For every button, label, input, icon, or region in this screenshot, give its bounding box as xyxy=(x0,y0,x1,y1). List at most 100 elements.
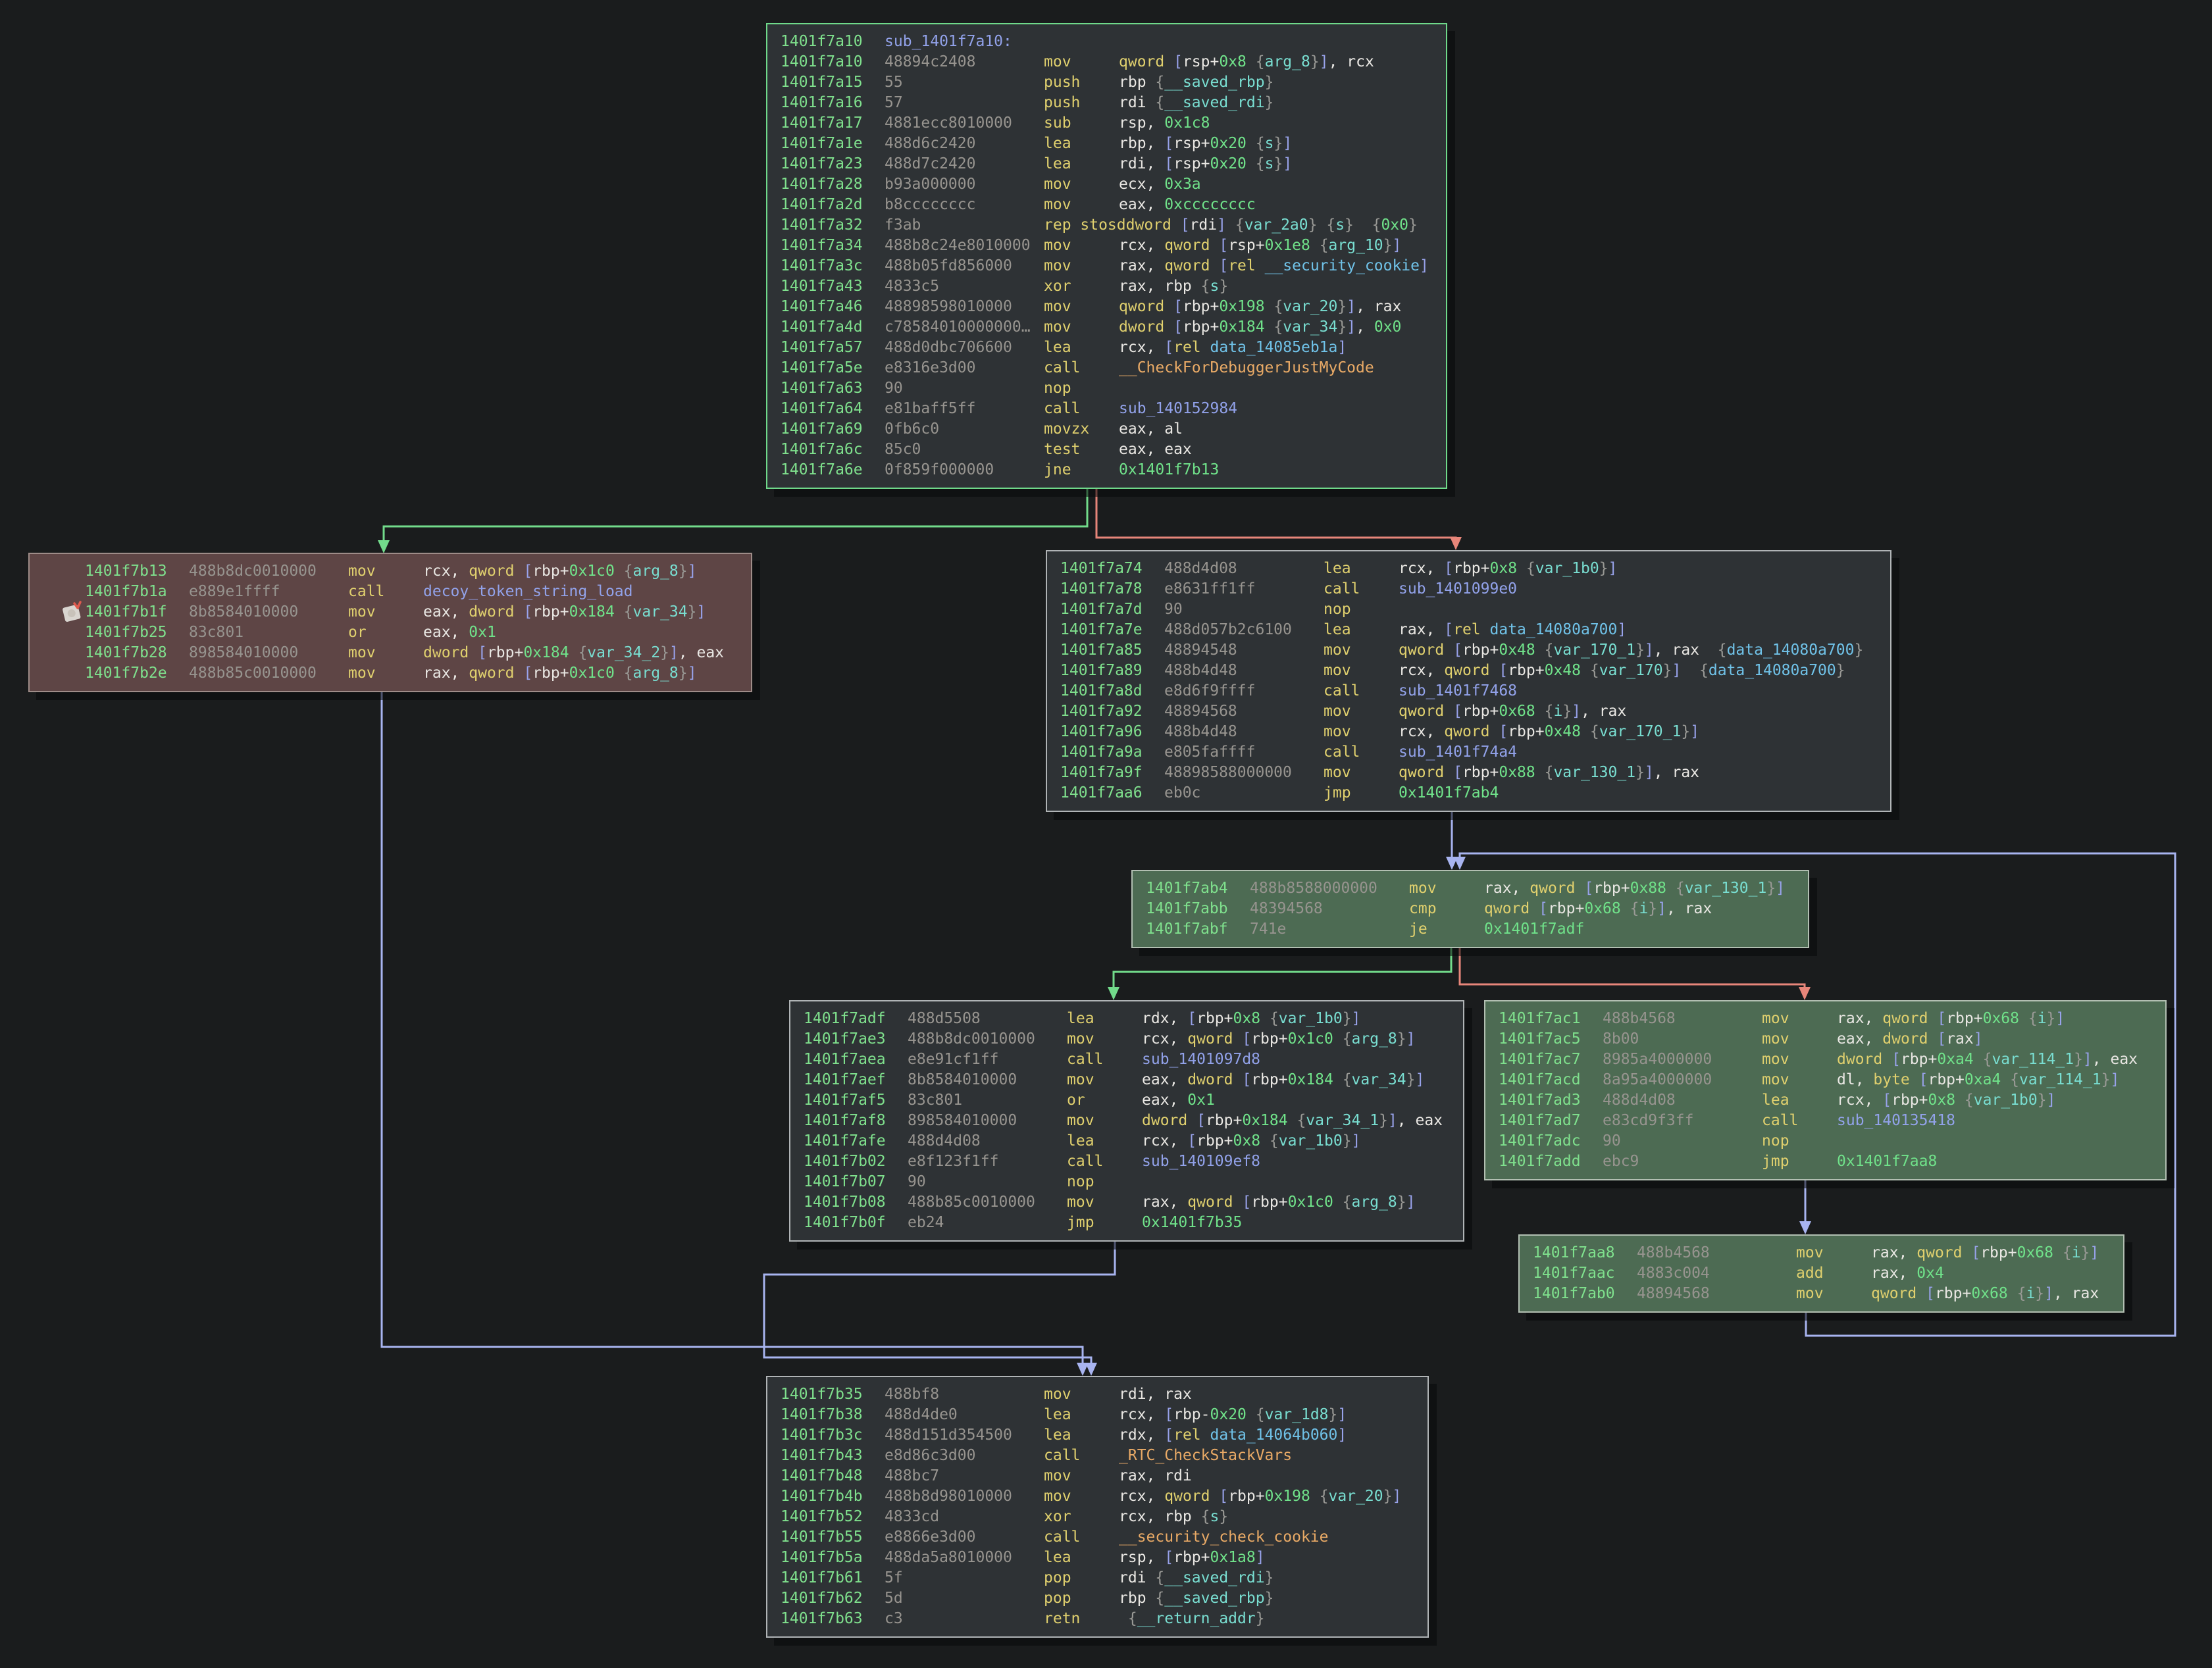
operand-token[interactable]: 0x1401f7ab4 xyxy=(1399,784,1499,801)
operand-token[interactable]: 0x1401f7adf xyxy=(1484,921,1585,938)
bookmark-tag-icon[interactable] xyxy=(40,580,82,622)
operand-token[interactable]: data_14080a700 xyxy=(1708,662,1836,679)
operand-token[interactable]: sub_1401f74a4 xyxy=(1399,744,1518,761)
operand-token[interactable]: __security_cookie xyxy=(1255,257,1420,274)
operand-token[interactable]: sub_1401097d8 xyxy=(1142,1051,1261,1068)
operand-token[interactable]: 0x1401f7b13 xyxy=(1119,461,1220,478)
operand-token[interactable]: data_14080a700 xyxy=(1726,642,1855,659)
operand-token[interactable]: data_14064b060 xyxy=(1200,1427,1338,1444)
operand-token[interactable]: __CheckForDebuggerJustMyCode xyxy=(1119,359,1374,376)
operand-token[interactable]: sub_140135418 xyxy=(1837,1112,1956,1129)
operand-token[interactable]: 0x1401f7b35 xyxy=(1142,1214,1243,1231)
operand-token[interactable]: sub_140109ef8 xyxy=(1142,1153,1261,1170)
operand-token[interactable]: 0x1401f7aa8 xyxy=(1837,1153,1938,1170)
operand-token[interactable]: __security_check_cookie xyxy=(1119,1529,1329,1546)
operand-token[interactable]: sub_1401099e0 xyxy=(1399,580,1518,597)
operand-token[interactable]: data_14085eb1a xyxy=(1200,339,1338,356)
operand-token[interactable]: sub_1401f7468 xyxy=(1399,682,1518,699)
operand-token[interactable]: _RTC_CheckStackVars xyxy=(1119,1447,1293,1464)
operand-token[interactable]: sub_140152984 xyxy=(1119,400,1238,417)
operand-token[interactable]: decoy_token_string_load xyxy=(423,583,633,600)
